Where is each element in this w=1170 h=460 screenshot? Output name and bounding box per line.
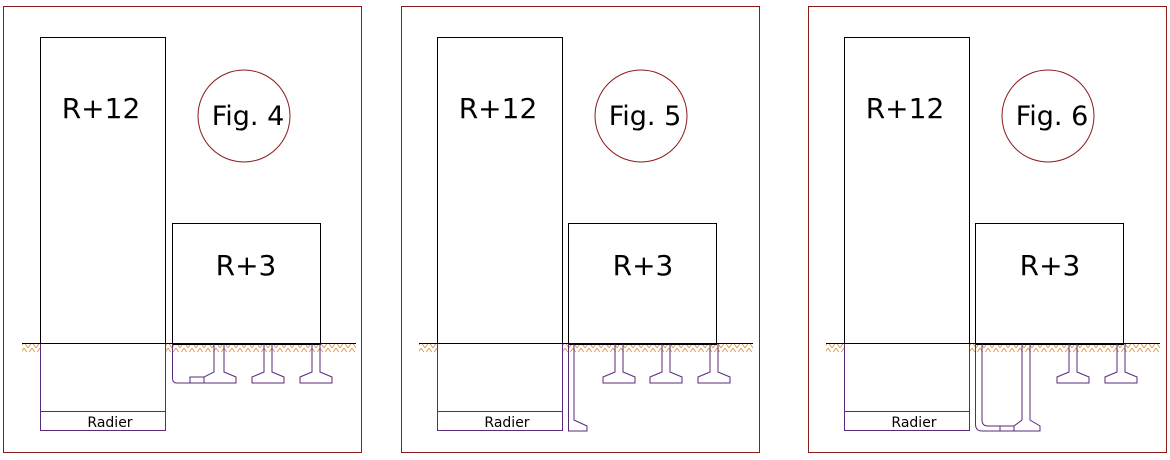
raft-label: Radier — [891, 415, 936, 431]
raft — [40, 411, 166, 431]
footing-3 — [697, 344, 731, 384]
raft — [437, 411, 563, 431]
panel-fig-5: R+12 Radier R+3 Fig. 5 — [401, 6, 760, 453]
footing-2 — [299, 344, 333, 384]
raft-label: Radier — [87, 415, 132, 431]
tall-building-label: R+12 — [866, 92, 945, 125]
tall-building — [437, 37, 563, 412]
low-building-label: R+3 — [1020, 249, 1081, 282]
panel-frame — [401, 6, 760, 453]
panel-fig-6: R+12 Radier R+3 Fig. 6 — [808, 6, 1167, 453]
low-building — [975, 223, 1124, 345]
figure-marker-label: Fig. 5 — [609, 101, 682, 132]
figure-marker-circle — [1001, 69, 1095, 163]
low-building — [172, 223, 321, 345]
footing-2 — [1104, 344, 1138, 384]
low-building-label: R+3 — [216, 249, 277, 282]
figure-marker-circle — [594, 69, 688, 163]
adjacent-footing — [172, 344, 237, 384]
footing-2 — [649, 344, 683, 384]
figure-marker-circle — [197, 69, 291, 163]
raft — [844, 411, 970, 431]
tall-building-label: R+12 — [62, 92, 141, 125]
footing-1 — [1056, 344, 1090, 384]
tall-building — [844, 37, 970, 412]
panel-frame — [808, 6, 1167, 453]
ground-hatch — [826, 344, 1160, 352]
cantilever-wall — [568, 344, 588, 432]
figure-marker-label: Fig. 4 — [212, 101, 285, 132]
tall-building — [40, 37, 166, 412]
panel-frame — [3, 6, 362, 453]
footing-1 — [251, 344, 285, 384]
ground-hatch — [419, 344, 753, 352]
panel-fig-4: R+12 Radier R+3 Fig. 4 — [3, 6, 362, 453]
figure-marker-label: Fig. 6 — [1016, 101, 1089, 132]
low-building — [568, 223, 717, 345]
deep-wall — [975, 344, 1041, 432]
tall-building-label: R+12 — [459, 92, 538, 125]
raft-label: Radier — [484, 415, 529, 431]
ground-hatch — [22, 344, 356, 352]
footing-1 — [602, 344, 636, 384]
low-building-label: R+3 — [613, 249, 674, 282]
